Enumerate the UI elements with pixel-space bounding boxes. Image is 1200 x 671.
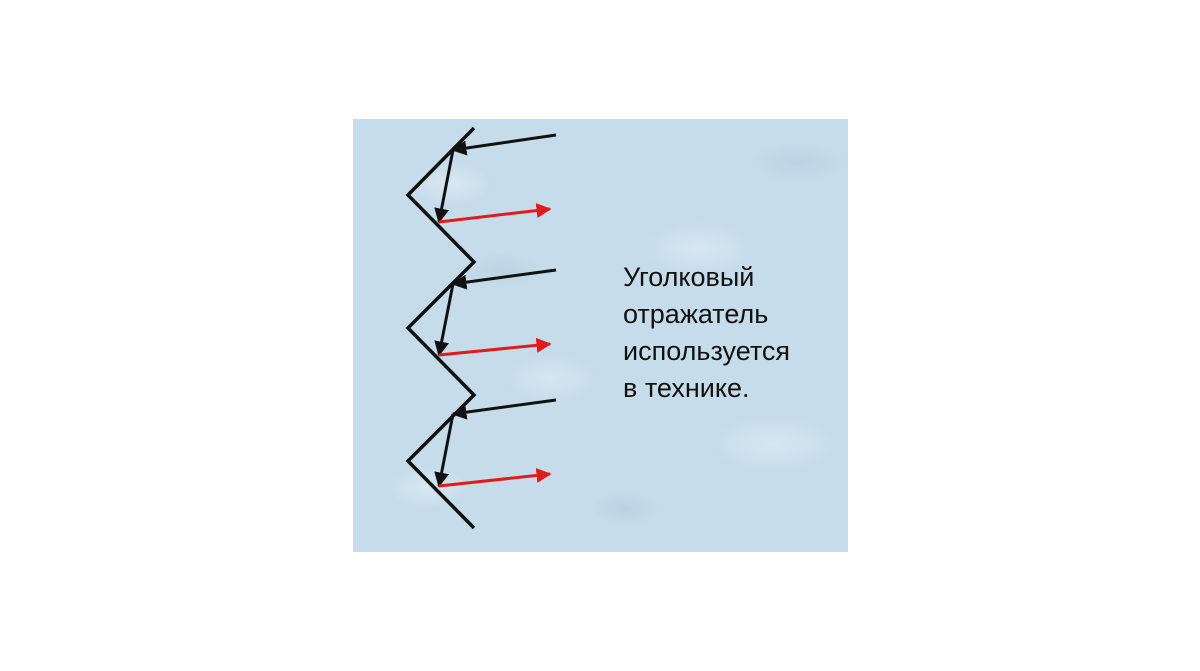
reflected-ray-3 <box>438 467 552 488</box>
reflector-1 <box>434 133 557 224</box>
incident-ray-3 <box>451 398 557 420</box>
reflected-ray-2 <box>438 337 552 357</box>
internal-ray-3 <box>434 413 455 488</box>
incident-ray-2 <box>451 268 557 290</box>
slide: Уголковый отражатель используется в техн… <box>353 119 848 552</box>
mirror-surface <box>405 126 477 530</box>
reflector-3 <box>434 398 557 488</box>
caption-line-3: используется <box>623 336 791 366</box>
caption-line-4: в технике. <box>623 373 750 403</box>
internal-ray-1 <box>434 149 455 224</box>
caption-line-1: Уголковый <box>623 262 755 292</box>
reflected-ray-1 <box>438 203 552 224</box>
internal-ray-2 <box>434 283 455 357</box>
reflector-2 <box>434 268 557 357</box>
caption-text: Уголковый отражатель используется в техн… <box>623 259 838 407</box>
caption-line-2: отражатель <box>623 299 769 329</box>
incident-ray-1 <box>451 133 557 156</box>
corner-reflector-diagram <box>405 126 557 530</box>
